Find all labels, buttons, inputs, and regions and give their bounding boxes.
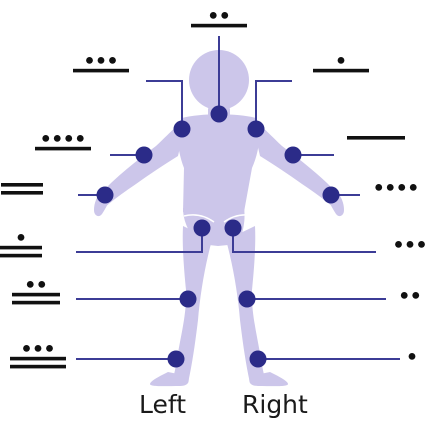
head-joint <box>210 105 228 123</box>
left-hip-numeral-bar <box>0 253 42 258</box>
left-hip-joint <box>193 219 211 237</box>
left-wrist-numeral <box>1 183 43 195</box>
right-wrist-numeral-dot <box>409 184 417 191</box>
left-arm-shape <box>96 121 186 208</box>
left-elbow-numeral-bar <box>35 146 91 151</box>
right-hip-joint <box>224 219 242 237</box>
left-shoulder-numeral-dot <box>109 57 116 64</box>
label-right: Right <box>242 390 308 419</box>
left-hip-numeral-dot <box>17 234 25 241</box>
left-ankle-numeral <box>10 345 66 369</box>
right-knee-numeral-dot <box>412 292 420 299</box>
left-wrist-joint <box>96 186 114 204</box>
left-elbow-numeral-dot <box>65 135 73 142</box>
right-wrist-numeral-dot <box>375 184 383 191</box>
left-shoulder-numeral <box>73 57 129 73</box>
right-shoulder-leader-line <box>255 80 292 129</box>
head-numeral-dot <box>209 12 217 19</box>
right-ankle-numeral <box>408 353 416 360</box>
left-wrist-numeral-bar <box>1 183 43 187</box>
right-arm-shape <box>252 121 342 208</box>
left-hip-numeral-bar <box>0 245 42 250</box>
head-numeral <box>191 12 247 28</box>
left-ankle-numeral-dot <box>46 345 53 352</box>
left-knee-numeral-dot <box>38 281 46 288</box>
left-hip-numeral <box>0 234 42 258</box>
left-shoulder-joint <box>173 120 191 138</box>
right-hip-numeral-dot <box>395 241 402 248</box>
right-knee-joint <box>238 290 256 308</box>
right-shoulder-numeral-bar <box>313 68 369 73</box>
right-wrist-numeral <box>375 184 417 191</box>
left-foot-shape <box>150 372 189 387</box>
left-ankle-joint <box>167 350 185 368</box>
right-elbow-numeral <box>347 136 405 140</box>
left-ankle-numeral-bar <box>10 356 66 361</box>
right-ankle-joint <box>249 350 267 368</box>
left-knee-numeral-bar <box>12 300 60 305</box>
torso-shape <box>177 114 260 212</box>
left-ankle-numeral-dot <box>34 345 42 352</box>
left-knee-numeral-dot <box>26 281 34 288</box>
right-hip-numeral <box>395 241 425 248</box>
left-ankle-numeral-bar <box>10 364 66 369</box>
left-elbow-joint <box>135 146 153 164</box>
pelvis-outline <box>183 214 255 223</box>
right-elbow-joint <box>284 146 302 164</box>
left-shoulder-numeral-dot <box>97 57 105 64</box>
right-shoulder-numeral-dot <box>337 57 345 64</box>
joint-markers <box>96 105 340 368</box>
left-knee-numeral-bar <box>12 292 60 297</box>
numerals <box>0 12 425 369</box>
right-shoulder-numeral <box>313 57 369 73</box>
left-elbow-numeral-dot <box>76 135 84 142</box>
right-elbow-numeral-bar <box>347 136 405 140</box>
right-ankle-numeral-dot <box>408 353 416 360</box>
left-shoulder-leader-line <box>146 80 183 129</box>
left-ankle-numeral-dot <box>23 345 30 352</box>
right-knee-numeral-dot <box>400 292 408 299</box>
left-knee-numeral <box>12 281 60 305</box>
left-elbow-numeral <box>35 135 91 151</box>
head-numeral-bar <box>191 23 247 28</box>
left-shoulder-numeral-dot <box>86 57 93 64</box>
left-wrist-numeral-bar <box>1 191 43 195</box>
right-knee-numeral <box>400 292 420 299</box>
right-wrist-numeral-dot <box>398 184 406 191</box>
left-shoulder-numeral-bar <box>73 68 129 73</box>
right-wrist-joint <box>322 186 340 204</box>
right-wrist-numeral-dot <box>386 184 394 191</box>
left-elbow-numeral-dot <box>42 135 50 142</box>
head-numeral-dot <box>221 12 229 19</box>
right-shoulder-joint <box>247 120 265 138</box>
left-elbow-numeral-dot <box>53 135 61 142</box>
left-knee-joint <box>179 290 197 308</box>
right-foot-shape <box>249 372 288 387</box>
label-left: Left <box>139 390 187 419</box>
right-hip-numeral-dot <box>418 241 425 248</box>
right-hip-numeral-dot <box>406 241 414 248</box>
